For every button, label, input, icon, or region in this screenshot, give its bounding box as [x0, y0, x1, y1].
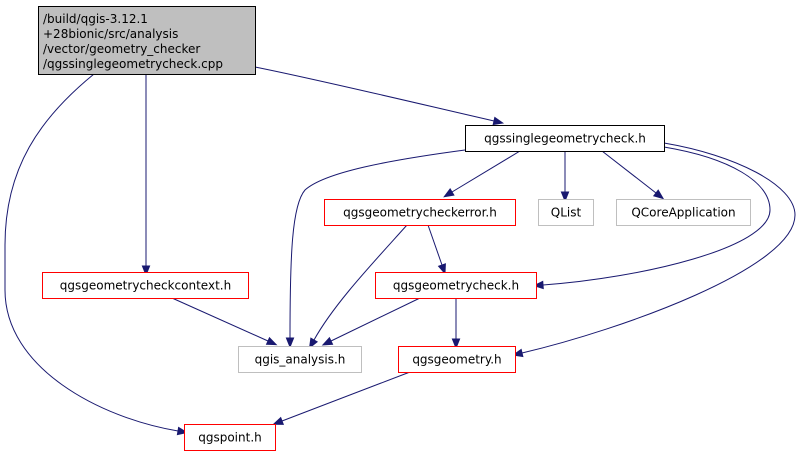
edge-layer [4, 66, 796, 436]
edge-singlecheck_h-to-geometry_h [511, 142, 796, 358]
node-label: /vector/geometry_checker [43, 42, 200, 56]
node-label: qgsgeometrycheckcontext.h [60, 279, 231, 293]
node-qcoreapp: QCoreApplication [616, 199, 751, 226]
node-box [238, 346, 362, 373]
node-box [398, 346, 516, 373]
node-label: qgsgeometrycheckerror.h [343, 206, 497, 220]
arrowhead [285, 337, 295, 349]
edge-line [171, 297, 269, 342]
node-analysis-h: qgis_analysis.h [238, 346, 362, 373]
edge-line [254, 66, 495, 122]
node-singlecheck-h[interactable]: qgssinglegeometrycheck.h [465, 125, 665, 152]
arrowhead [443, 188, 455, 198]
edge-line [313, 224, 408, 341]
edge-singlecheck_h-to-checkerror_h [443, 150, 521, 198]
arrowhead [272, 416, 285, 425]
node-checkerror-h[interactable]: qgsgeometrycheckerror.h [324, 199, 516, 226]
arrowhead [141, 265, 151, 277]
arrowhead [451, 338, 461, 350]
node-label: +28bionic/src/analysis [43, 27, 178, 41]
node-box [324, 199, 516, 226]
node-label: qgis_analysis.h [255, 353, 346, 367]
edge-singlecheck_h-to-qcoreapp [601, 150, 665, 200]
node-box [538, 199, 594, 226]
edge-line [542, 146, 771, 286]
edge-singlecheck_h-to-analysis_h [285, 149, 466, 349]
node-box [42, 272, 249, 299]
edge-root-to-point_h [4, 73, 189, 436]
edge-checkerror_h-to-check_h [427, 224, 446, 275]
edge-line [281, 371, 411, 422]
edge-line [330, 297, 421, 342]
node-label: QCoreApplication [631, 206, 735, 220]
node-label: qgspoint.h [198, 431, 262, 445]
node-label: QList [551, 206, 582, 220]
node-label: /qgssinglegeometrycheck.cpp [43, 57, 223, 71]
edge-singlecheck_h-to-check_h [532, 146, 771, 290]
arrowhead [321, 336, 334, 346]
node-box [184, 424, 276, 451]
node-box [465, 125, 665, 152]
edge-root-to-checkcontext_h [141, 74, 151, 277]
node-label: qgssinglegeometrycheck.h [484, 132, 646, 146]
edge-line [521, 142, 796, 354]
edge-root-to-singlecheck_h [254, 66, 505, 126]
node-qlist: QList [538, 199, 594, 226]
node-checkcontext-h[interactable]: qgsgeometrycheckcontext.h [42, 272, 249, 299]
edge-line [451, 150, 521, 193]
edge-singlecheck_h-to-qlist [560, 151, 570, 203]
node-layer: /build/qgis-3.12.1+28bionic/src/analysis… [38, 6, 751, 451]
arrowhead [265, 336, 278, 346]
edge-geometry_h-to-point_h [272, 371, 411, 425]
edge-check_h-to-geometry_h [451, 298, 461, 350]
node-box [616, 199, 751, 226]
arrowhead [492, 116, 505, 126]
node-label: /build/qgis-3.12.1 [43, 12, 148, 26]
edge-line [4, 73, 179, 432]
node-root[interactable]: /build/qgis-3.12.1+28bionic/src/analysis… [38, 6, 256, 75]
node-check-h[interactable]: qgsgeometrycheck.h [375, 272, 537, 299]
node-box [375, 272, 537, 299]
arrowhead [560, 191, 570, 203]
node-box [38, 6, 256, 75]
arrowhead [308, 337, 319, 350]
edge-line [601, 150, 657, 194]
node-geometry-h[interactable]: qgsgeometry.h [398, 346, 516, 373]
arrowhead [652, 189, 665, 200]
arrowhead [532, 280, 544, 290]
edge-checkcontext_h-to-analysis_h [171, 297, 278, 346]
edge-checkerror_h-to-analysis_h [308, 224, 408, 350]
edge-check_h-to-analysis_h [321, 297, 421, 346]
edge-line [427, 224, 443, 266]
arrowhead [437, 263, 446, 275]
edge-line [289, 149, 466, 339]
node-point-h[interactable]: qgspoint.h [184, 424, 276, 451]
node-label: qgsgeometry.h [412, 353, 501, 367]
node-label: qgsgeometrycheck.h [393, 279, 519, 293]
